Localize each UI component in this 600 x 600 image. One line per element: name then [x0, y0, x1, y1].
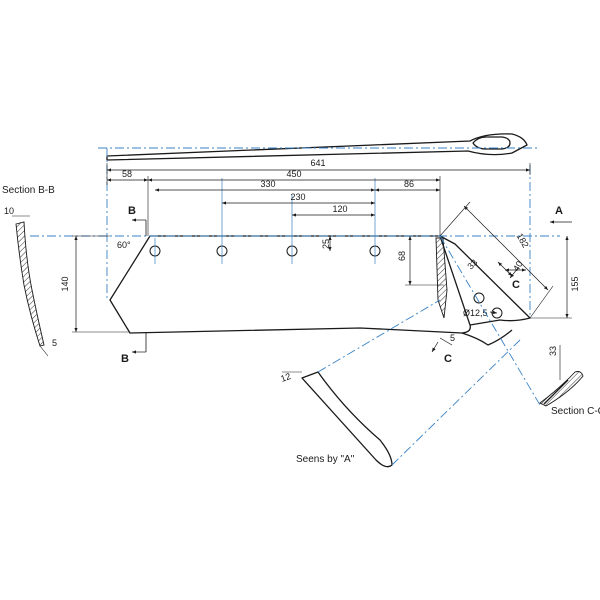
- dim-641-label: 641: [310, 158, 325, 168]
- marker-a-label: A: [555, 205, 563, 217]
- section-cc-label: Section C-C: [551, 406, 600, 417]
- view-marker-a: A: [550, 205, 572, 224]
- view-a-profile: [301, 371, 393, 468]
- section-bb-profile: [15, 221, 45, 347]
- marker-b-top-label: B: [128, 205, 136, 217]
- section-marker-c-top: C: [509, 267, 520, 291]
- dim-450-label: 450: [286, 169, 301, 179]
- dim-40-tip-label: 40: [511, 259, 525, 273]
- dim-68-label: 68: [397, 251, 407, 261]
- dim-230-label: 230: [290, 192, 305, 202]
- dim-182-label: 182: [515, 231, 531, 249]
- blade-top-view: [106, 133, 528, 161]
- dimension-58-450-86: 58 450 86: [107, 169, 440, 192]
- dimension-182: 182: [439, 201, 554, 319]
- dim-140-label: 140: [60, 276, 70, 291]
- view-a-section: 12 Seens by "A": [279, 299, 521, 468]
- section-marker-c-bottom: C: [431, 341, 452, 365]
- dim-330-label: 330: [260, 179, 275, 189]
- bb-thickness-label: 10: [4, 206, 14, 216]
- dimension-230: 230: [222, 192, 375, 205]
- dim-86-label: 86: [404, 179, 414, 189]
- hole-diameter-callout: Ø12,5: [463, 308, 498, 318]
- section-marker-b-top: B: [128, 205, 147, 236]
- extension-lines-top: [106, 163, 531, 236]
- dimension-155: 155: [530, 236, 580, 319]
- seen-by-a-label: Seens by "A": [296, 454, 355, 465]
- section-cc-view: 33 Section C-C: [439, 235, 600, 417]
- section-bb-view: Section B-B 10 5: [2, 185, 57, 357]
- section-marker-b-bottom: B: [121, 333, 147, 365]
- dimension-330: 330: [155, 179, 375, 192]
- slot-in-blade: [472, 136, 511, 150]
- bb-bottom-label: 5: [52, 338, 57, 348]
- hole-diameter-label: Ø12,5: [463, 308, 488, 318]
- dim-33-tip-label: 33: [465, 257, 479, 271]
- share-tip-lower: [461, 329, 513, 346]
- bolt-holes: [149, 178, 503, 319]
- share-hatched-section: [435, 237, 448, 319]
- marker-c-bottom-label: C: [444, 353, 452, 365]
- dimension-641: 641: [107, 158, 530, 172]
- tip-hole-1: [473, 292, 485, 304]
- marker-c-top-label: C: [512, 279, 520, 291]
- dimension-68: 68: [397, 236, 444, 286]
- dim-58-label: 58: [122, 169, 132, 179]
- dimension-120: 120: [292, 204, 375, 217]
- dim-25-label: 25: [321, 239, 331, 249]
- share-tip-outline: [439, 235, 531, 326]
- view-a-12-label: 12: [279, 371, 292, 384]
- dimension-25: 25: [321, 236, 332, 251]
- angle-60-label: 60°: [117, 240, 131, 250]
- marker-b-bottom-label: B: [121, 353, 129, 365]
- section-bb-label: Section B-B: [2, 185, 55, 196]
- dim-155-label: 155: [570, 276, 580, 291]
- dimension-140: 140: [60, 235, 130, 333]
- dim-5-tip-label: 5: [450, 333, 455, 343]
- cc-33-label: 33: [548, 346, 558, 356]
- dim-120-label: 120: [332, 204, 347, 214]
